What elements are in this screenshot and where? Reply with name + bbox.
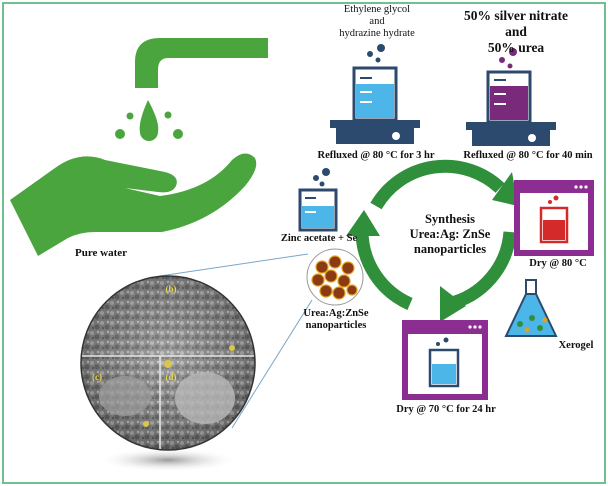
sem-label-d: (d) (165, 372, 177, 382)
reagent1-line3: hydrazine hydrate (339, 28, 415, 40)
beaker-icon (352, 44, 398, 122)
reagent1-line2: and (369, 16, 385, 28)
reagent2-label: 50% silver nitrate and 50% urea (448, 8, 584, 57)
beaker-icon (486, 48, 532, 124)
reagent2-line3: 50% urea (487, 40, 545, 56)
nanoparticle-cluster (306, 248, 364, 306)
reagent2-line1: 50% silver nitrate (464, 8, 568, 23)
reagent1-line1: Ethylene glycol (343, 4, 411, 15)
synthesis-center-label: Synthesis Urea:Ag: ZnSe nanoparticles (394, 212, 506, 257)
center-line3: nanoparticles (413, 242, 487, 256)
reagent2-line2: and (505, 24, 527, 40)
sem-image (81, 276, 255, 450)
sem-label-b: (b) (165, 284, 177, 294)
np-line1: Urea:Ag:ZnSe (303, 308, 369, 319)
browser-window-icon (402, 320, 488, 400)
hot-plate-icon (330, 120, 420, 144)
zinc-acetate-label: Zinc acetate + Se (280, 233, 358, 244)
dry70-label: Dry @ 70 °C for 24 hr (396, 404, 496, 415)
pure-water-label: Pure water (74, 247, 128, 259)
xerogel-label: Xerogel (558, 340, 594, 351)
faucet-icon (135, 38, 268, 88)
water-drop-icon (115, 100, 183, 141)
beaker-icon (298, 168, 338, 232)
hand-icon (10, 153, 257, 256)
sem-label-c: (c) (92, 372, 102, 382)
dry80-label: Dry @ 80 °C (529, 258, 587, 269)
np-line2: nanoparticles (305, 320, 367, 332)
zoom-line-top (159, 253, 309, 277)
center-line2: Urea:Ag: ZnSe (409, 227, 491, 241)
synthesis-cycle-arrows (355, 159, 517, 311)
reagent1-label: Ethylene glycol and hydrazine hydrate (318, 4, 436, 40)
zoom-line-bottom (231, 299, 313, 429)
flask-icon (504, 279, 558, 337)
reflux1-label: Refluxed @ 80 °C for 3 hr (317, 150, 435, 161)
hot-plate-icon (466, 122, 556, 146)
reflux2-label: Refluxed @ 80 °C for 40 min (463, 150, 593, 161)
sem-shadow (96, 448, 240, 472)
browser-window-icon (514, 180, 594, 256)
nanoparticles-label: Urea:Ag:ZnSe nanoparticles (288, 308, 384, 332)
arrow-heads (346, 172, 518, 322)
center-line1: Synthesis (424, 212, 476, 226)
